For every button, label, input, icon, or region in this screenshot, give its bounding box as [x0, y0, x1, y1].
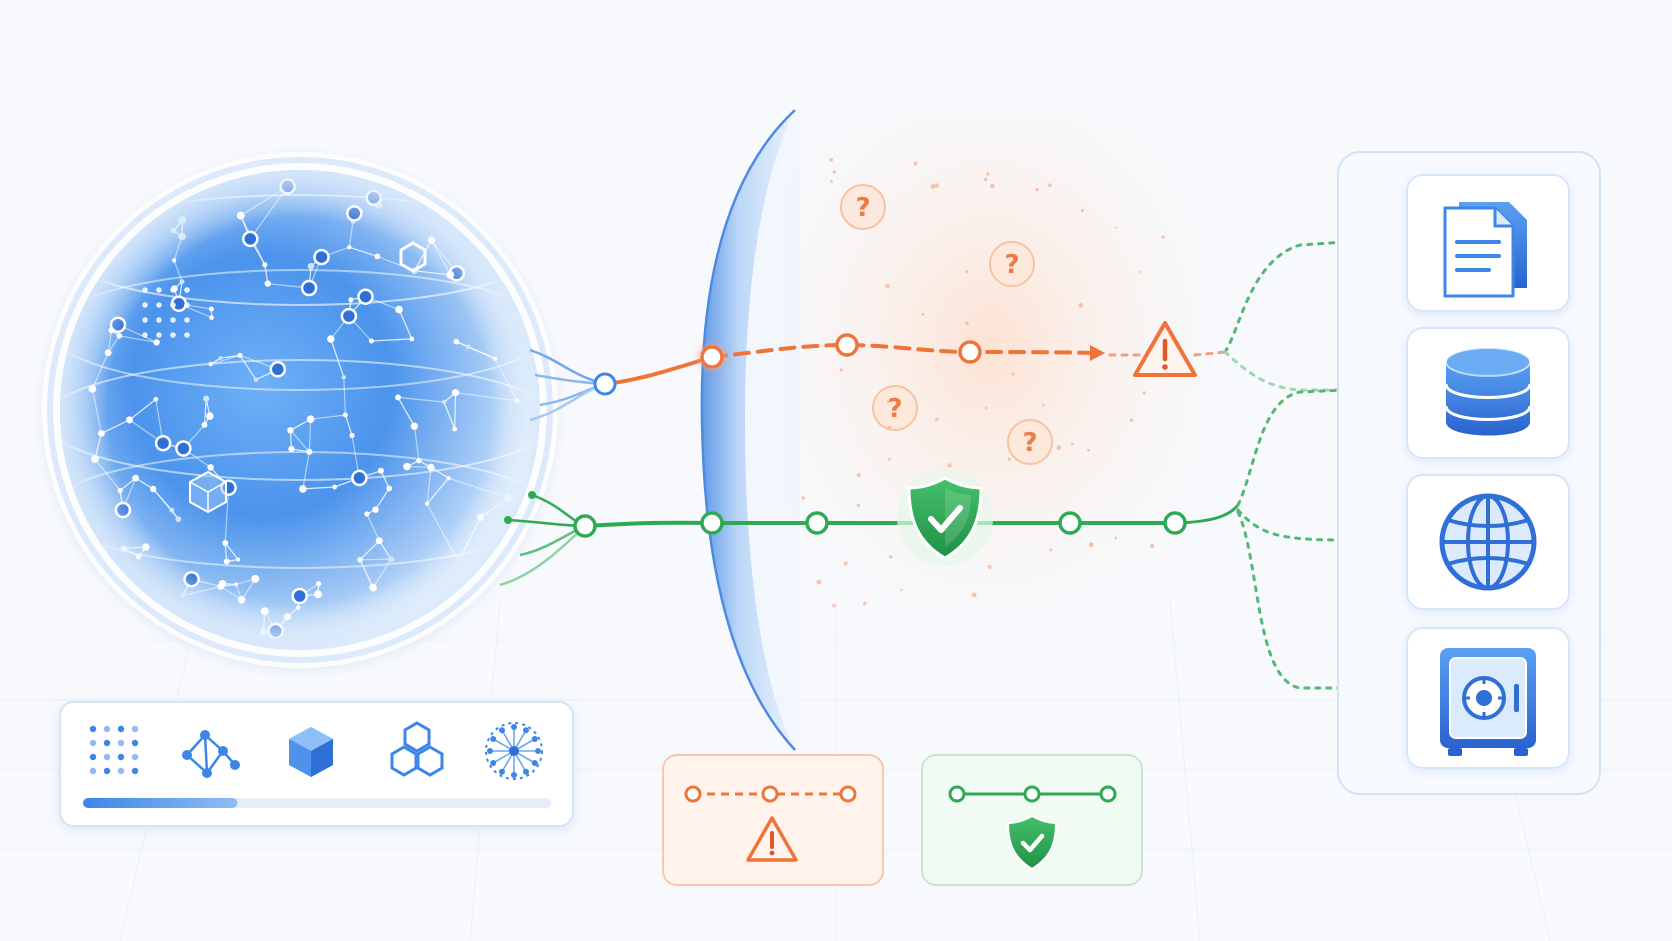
documents-icon	[1443, 202, 1527, 298]
question-mark-bubble: ?	[840, 184, 886, 230]
globe-icon	[1439, 493, 1537, 591]
question-mark-bubble: ?	[989, 241, 1035, 287]
radial-network-icon[interactable]	[485, 722, 543, 780]
uncertainty-dots	[801, 157, 1165, 608]
knowledge-sphere-icon	[42, 152, 558, 668]
question-mark: ?	[887, 394, 902, 424]
legend-safe-card	[921, 754, 1143, 886]
legend-unsafe-card	[662, 754, 884, 886]
hexagon-cluster-icon[interactable]	[390, 721, 444, 777]
toolbar-progress-bar	[83, 798, 238, 808]
unsafe-path	[593, 333, 1227, 396]
warning-triangle-icon	[1133, 321, 1197, 377]
dot-grid-icon[interactable]	[89, 725, 139, 775]
database-icon	[1444, 347, 1532, 436]
shield-check-icon	[897, 470, 993, 566]
safe-vault-icon	[1440, 648, 1536, 756]
question-marks: ????	[840, 184, 1053, 465]
shield-check-icon	[1006, 814, 1058, 871]
question-mark: ?	[855, 193, 870, 223]
cube-icon[interactable]	[289, 727, 333, 777]
curved-barrier-icon	[700, 109, 800, 751]
warning-triangle-icon	[746, 816, 798, 862]
network-graph-icon[interactable]	[182, 730, 240, 778]
question-mark-bubble: ?	[1007, 419, 1053, 465]
destination-branches	[1223, 240, 1347, 690]
question-mark: ?	[1004, 250, 1019, 280]
question-mark-bubble: ?	[872, 385, 918, 431]
question-mark: ?	[1022, 428, 1037, 458]
